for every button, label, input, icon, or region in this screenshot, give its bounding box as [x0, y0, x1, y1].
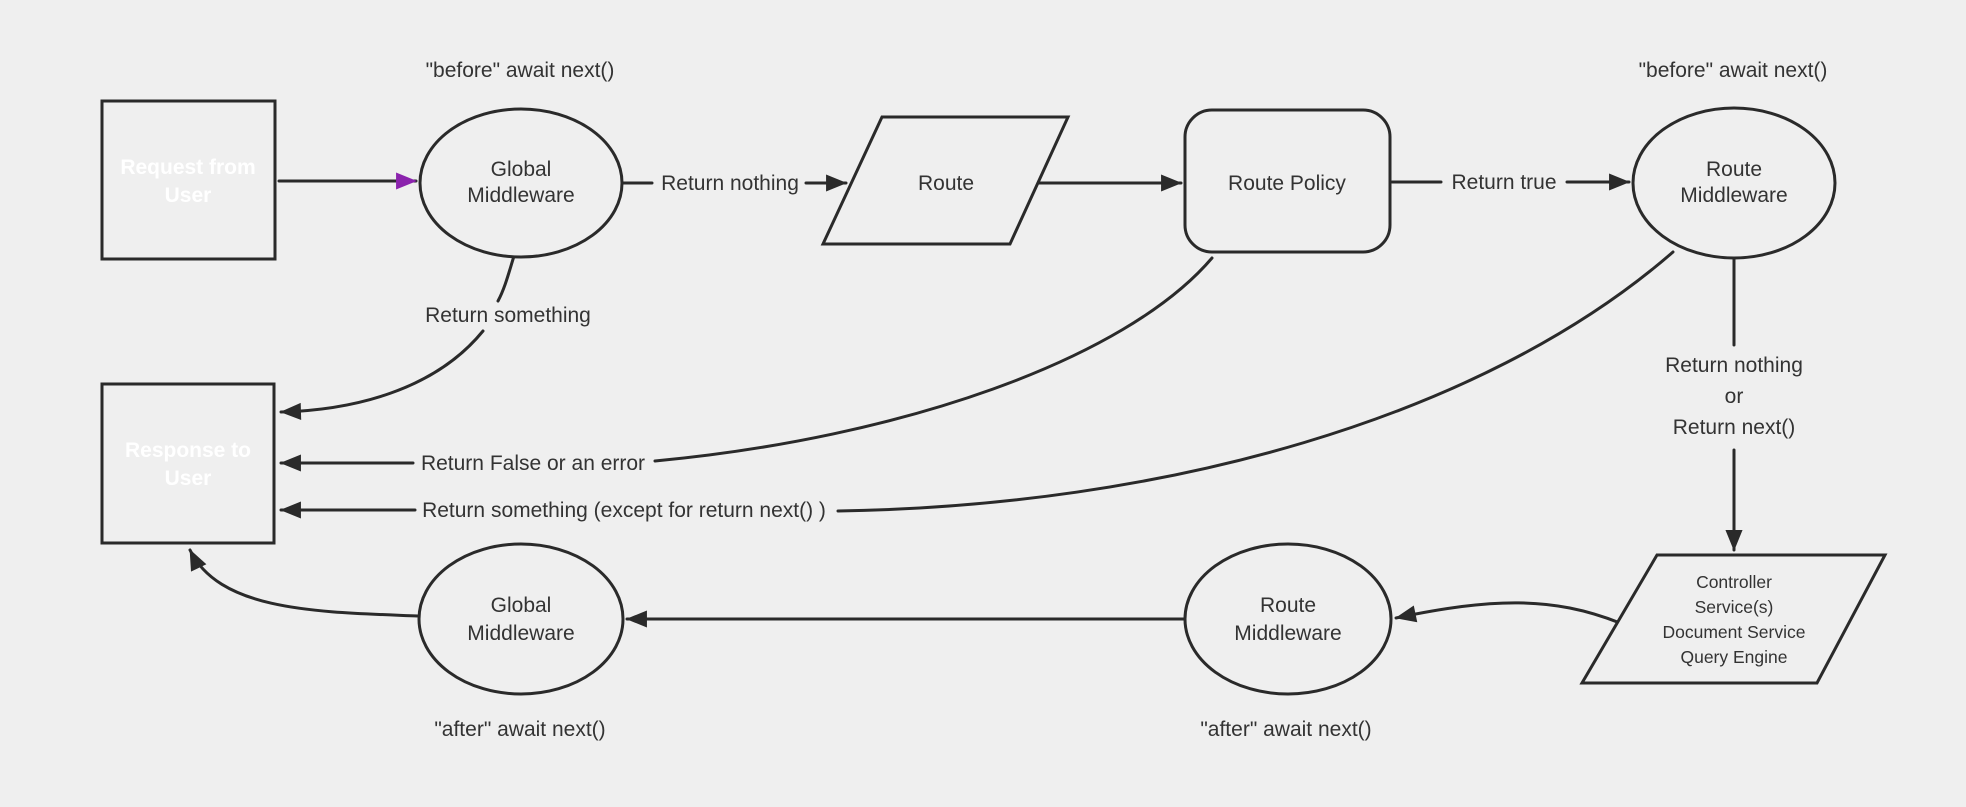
route-middleware-bottom-ellipse: [1183, 542, 1393, 696]
controller-parallelogram: [1579, 553, 1888, 685]
route-middleware-bottom-line1: Route: [1260, 594, 1316, 617]
global-middleware-top-line1: Global: [491, 158, 552, 181]
controller-line1: Controller: [1696, 572, 1772, 592]
label-return-false-or-error: Return False or an error: [421, 452, 645, 475]
global-middleware-bottom-line2: Middleware: [467, 622, 574, 645]
edge-return-something-arrow: [279, 329, 485, 420]
route-node: Route: [820, 115, 1071, 246]
route-label: Route: [918, 172, 974, 195]
edge-return-something-upper-segment: [496, 254, 516, 303]
route-middleware-bottom-line2: Middleware: [1234, 622, 1341, 645]
route-policy-box: [1183, 108, 1392, 254]
route-policy-node: Route Policy: [1183, 108, 1392, 254]
controller-line2: Service(s): [1695, 597, 1774, 617]
edge-globalmw-bottom-to-response: [188, 548, 420, 618]
edge-return-something-except-curve: [836, 250, 1675, 513]
response-node-label-line1: Response to: [125, 439, 251, 462]
request-node-label-line2: User: [165, 184, 212, 207]
label-return-something: Return something: [425, 304, 591, 327]
label-return-something-except: Return something (except for return next…: [422, 499, 826, 522]
label-return-nothing: Return nothing: [661, 172, 799, 195]
label-before-await-next-left: "before" await next(): [426, 59, 615, 82]
edge-return-false-curve: [653, 256, 1214, 463]
route-middleware-top-ellipse: [1631, 106, 1837, 260]
request-node-label-line1: Request from: [120, 156, 255, 179]
label-return-true: Return true: [1451, 171, 1556, 194]
response-node-label-line2: User: [165, 467, 212, 490]
global-middleware-top-ellipse: [418, 107, 624, 259]
route-middleware-top-line1: Route: [1706, 158, 1762, 181]
label-after-await-next-right: "after" await next(): [1200, 718, 1371, 741]
controller-line4: Query Engine: [1680, 647, 1787, 667]
route-policy-label: Route Policy: [1228, 172, 1346, 195]
label-after-await-next-left: "after" await next(): [434, 718, 605, 741]
label-return-nothing-or-line3: Return next(): [1673, 416, 1796, 439]
label-return-nothing-or-line1: Return nothing: [1665, 354, 1803, 377]
controller-line3: Document Service: [1663, 622, 1806, 642]
global-middleware-bottom-ellipse: [417, 542, 625, 696]
global-middleware-top-line2: Middleware: [467, 184, 574, 207]
global-middleware-bottom-line1: Global: [491, 594, 552, 617]
route-parallelogram: [820, 115, 1071, 246]
response-to-user-box: [100, 382, 276, 545]
request-from-user-box: [100, 99, 277, 261]
global-middleware-bottom-node: Global Middleware: [417, 542, 625, 696]
label-before-await-next-right: "before" await next(): [1639, 59, 1828, 82]
edge-labels: "before" await next() "before" await nex…: [421, 59, 1827, 741]
response-to-user-node: Response to User: [100, 382, 276, 545]
edge-controller-to-routemw-bottom: [1394, 601, 1622, 625]
edges: [188, 172, 1743, 628]
controller-services-node: Controller Service(s) Document Service Q…: [1579, 553, 1888, 685]
label-return-nothing-or-line2: or: [1725, 385, 1744, 408]
route-middleware-bottom-node: Route Middleware: [1183, 542, 1393, 696]
route-middleware-top-node: Route Middleware: [1631, 106, 1837, 260]
request-from-user-node: Request from User: [100, 99, 277, 261]
global-middleware-top-node: Global Middleware: [418, 107, 624, 259]
route-middleware-top-line2: Middleware: [1680, 184, 1787, 207]
